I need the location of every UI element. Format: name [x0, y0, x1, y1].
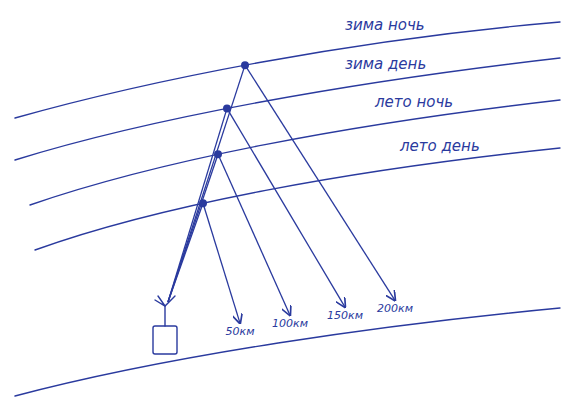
distance-label: 50км	[226, 326, 255, 338]
ray-up	[168, 108, 227, 302]
layer-label: лето ночь	[375, 94, 453, 111]
ray-up	[168, 203, 203, 302]
reflection-dot	[214, 150, 222, 158]
layer-curve	[30, 100, 560, 205]
antenna-dish	[155, 296, 175, 306]
ground-curve	[15, 308, 560, 396]
ray-down	[218, 154, 290, 315]
layer-label: лето день	[400, 138, 480, 155]
distance-label: 200км	[377, 303, 413, 315]
layer-curve	[15, 22, 560, 118]
reflection-dot	[199, 199, 207, 207]
reflection-dot	[241, 61, 249, 69]
layer-curve	[15, 58, 560, 160]
transmitter-box	[153, 326, 177, 354]
distance-label: 150км	[327, 310, 363, 322]
reflection-dot	[223, 104, 231, 112]
ray-up	[168, 65, 245, 302]
layer-label: зима ночь	[345, 17, 425, 34]
layer-curve	[35, 148, 560, 250]
distance-label: 100км	[272, 318, 308, 330]
ray-down	[227, 108, 345, 307]
ray-down	[203, 203, 240, 323]
antenna-mast	[164, 306, 165, 326]
layer-label: зима день	[345, 56, 426, 73]
